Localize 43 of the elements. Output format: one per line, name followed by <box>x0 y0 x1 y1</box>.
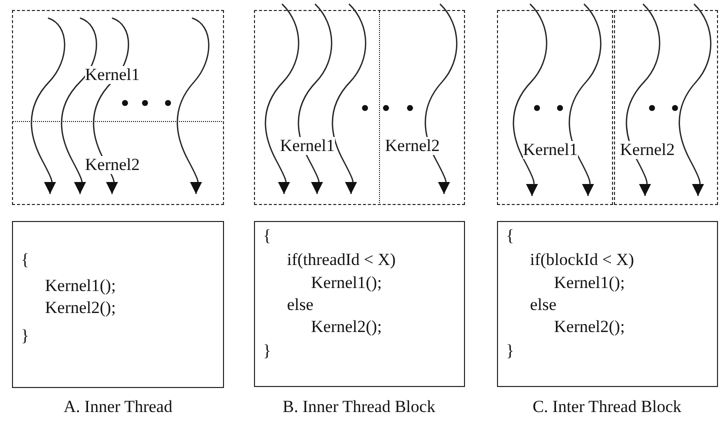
thread-arrow <box>568 4 602 196</box>
code-box <box>12 221 224 388</box>
code-line: } <box>506 341 514 361</box>
thread-arrow <box>60 17 98 194</box>
thread-arrow <box>176 17 210 194</box>
code-line: Kernel2(); <box>45 298 116 318</box>
code-line: else <box>530 295 556 315</box>
thread-arrow <box>298 4 332 194</box>
code-line: Kernel1(); <box>45 276 116 296</box>
thread-arrow <box>678 4 712 196</box>
dashed-block-box <box>614 10 718 205</box>
code-box <box>497 221 718 387</box>
kernel-label: Kernel2 <box>385 137 440 155</box>
thread-arrow <box>264 4 300 194</box>
dashed-block-box <box>254 10 465 205</box>
code-line: { <box>263 226 272 246</box>
code-line: else <box>287 295 314 315</box>
thread-arrow <box>424 4 458 194</box>
thread-arrow <box>626 4 660 196</box>
code-box <box>254 221 465 387</box>
code-line: Kernel2(); <box>554 317 625 337</box>
panel-caption: A. Inner Thread <box>64 397 172 417</box>
code-line: Kernel2(); <box>311 317 382 337</box>
code-line: { <box>21 250 30 270</box>
code-line: { <box>506 226 514 246</box>
kernel-label: Kernel2 <box>620 141 675 159</box>
code-line: } <box>21 326 30 346</box>
kernel-label: Kernel2 <box>85 156 140 174</box>
panel-caption: C. Inter Thread Block <box>532 397 682 417</box>
kernel-label: Kernel1 <box>523 141 578 159</box>
dashed-block-box <box>12 10 224 205</box>
dashed-block-box <box>497 10 613 205</box>
code-line: if(threadId < X) <box>287 250 396 270</box>
thread-arrow <box>332 4 366 194</box>
code-line: Kernel1(); <box>554 273 625 293</box>
code-line: if(blockId < X) <box>530 250 634 270</box>
kernel-label: Kernel1 <box>280 137 335 155</box>
thread-arrow <box>512 4 548 196</box>
thread-arrow <box>30 17 66 194</box>
panel-caption: B. Inner Thread Block <box>282 397 436 417</box>
code-line: Kernel1(); <box>311 273 382 293</box>
code-line: } <box>263 341 272 361</box>
kernel-label: Kernel1 <box>85 66 140 84</box>
